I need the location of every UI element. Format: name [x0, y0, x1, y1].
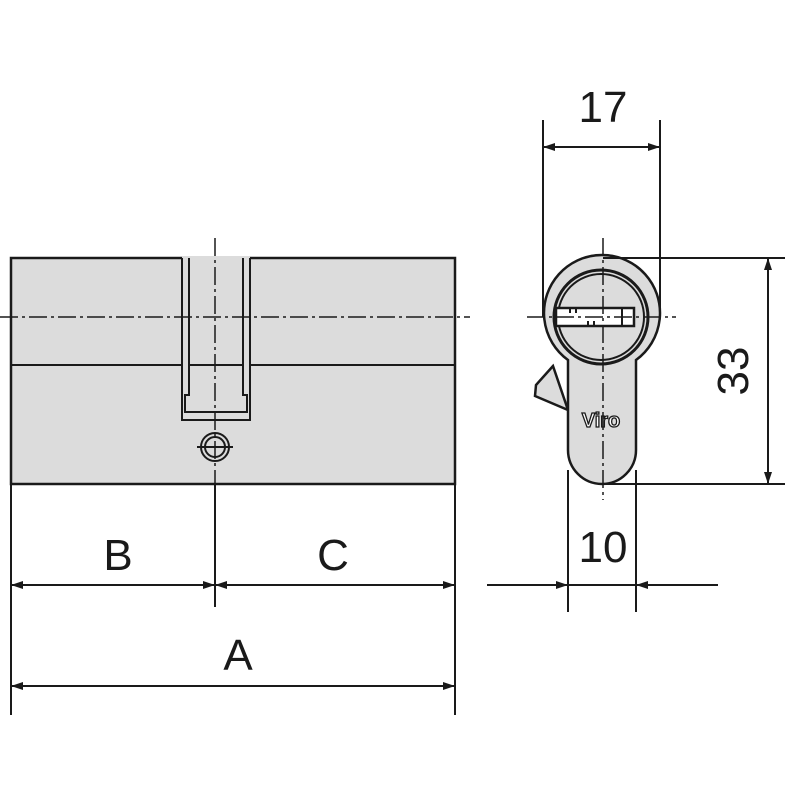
dimension-c-label: C — [317, 531, 349, 580]
brand-logo: Viro — [582, 410, 621, 432]
end-dimensions: 17 33 10 — [487, 83, 785, 612]
end-view: Viro — [527, 238, 676, 500]
dimension-height-label: 33 — [709, 347, 758, 396]
dimension-b-label: B — [103, 531, 132, 580]
side-dimensions: B C A — [10, 484, 456, 715]
dimension-a-label: A — [223, 631, 253, 680]
dimension-width-label: 17 — [579, 83, 628, 132]
side-view — [0, 238, 470, 490]
dimension-stem-width-label: 10 — [579, 523, 628, 572]
